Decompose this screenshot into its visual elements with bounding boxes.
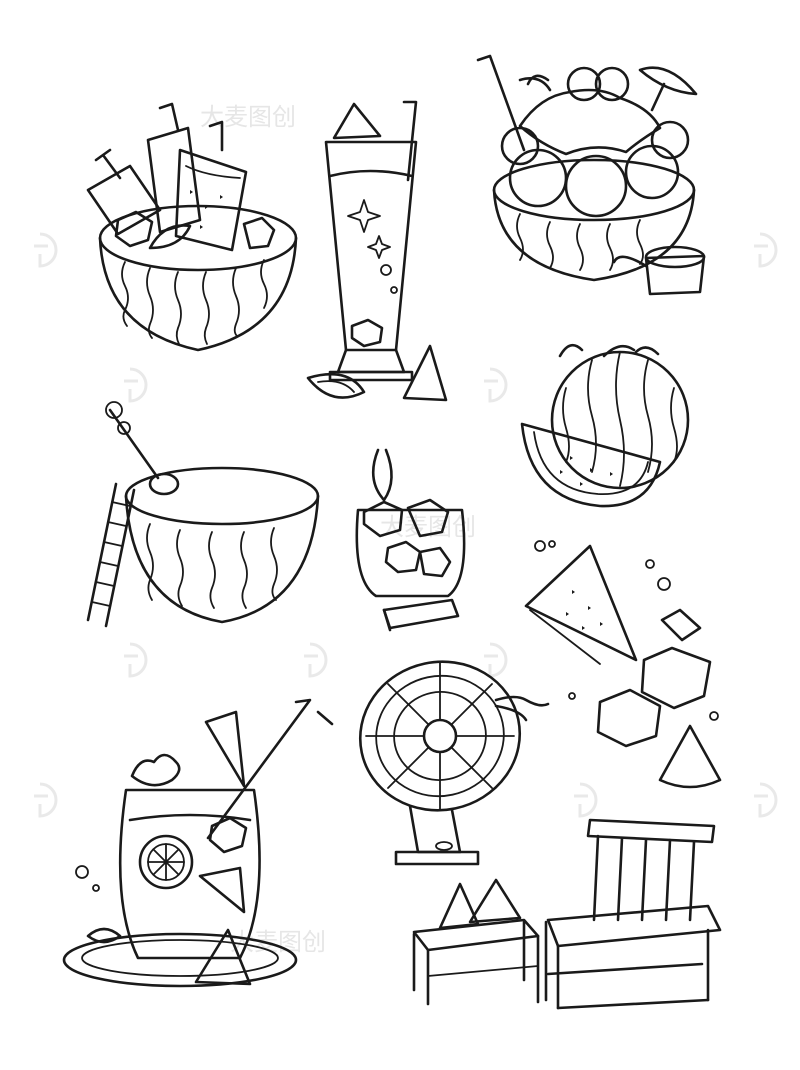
- brand-logo-icon: [34, 232, 58, 268]
- punch-jar-icon: [62, 698, 334, 988]
- brand-logo-icon: [754, 232, 778, 268]
- brand-logo-icon: [484, 642, 508, 678]
- fan-icon: [358, 660, 550, 866]
- watermelon-bowl-popsicles-icon: [86, 102, 298, 352]
- watermark-logos: 大麦图创 大麦图创 大麦图创: [34, 103, 778, 956]
- brand-logo-icon: [574, 782, 598, 818]
- watermelon-slices-ice-icon: [524, 540, 722, 789]
- brand-logo-icon: [304, 642, 328, 678]
- watermelon-icon: [520, 343, 690, 508]
- brand-logo-icon: [124, 367, 148, 403]
- watermelon-pool-icon: [86, 401, 320, 628]
- watermark-text: 大麦图创: [200, 103, 296, 131]
- tall-glass-drink-icon: [306, 100, 448, 402]
- brand-logo-icon: [34, 782, 58, 818]
- ice-jar-icon: [355, 448, 466, 632]
- brand-logo-icon: [484, 367, 508, 403]
- watermark-text: 大麦图创: [380, 513, 476, 541]
- brand-logo-icon: [754, 782, 778, 818]
- brand-logo-icon: [124, 642, 148, 678]
- ice-cream-bowl-icon: [476, 54, 706, 296]
- bamboo-chair-icon: [412, 818, 722, 1010]
